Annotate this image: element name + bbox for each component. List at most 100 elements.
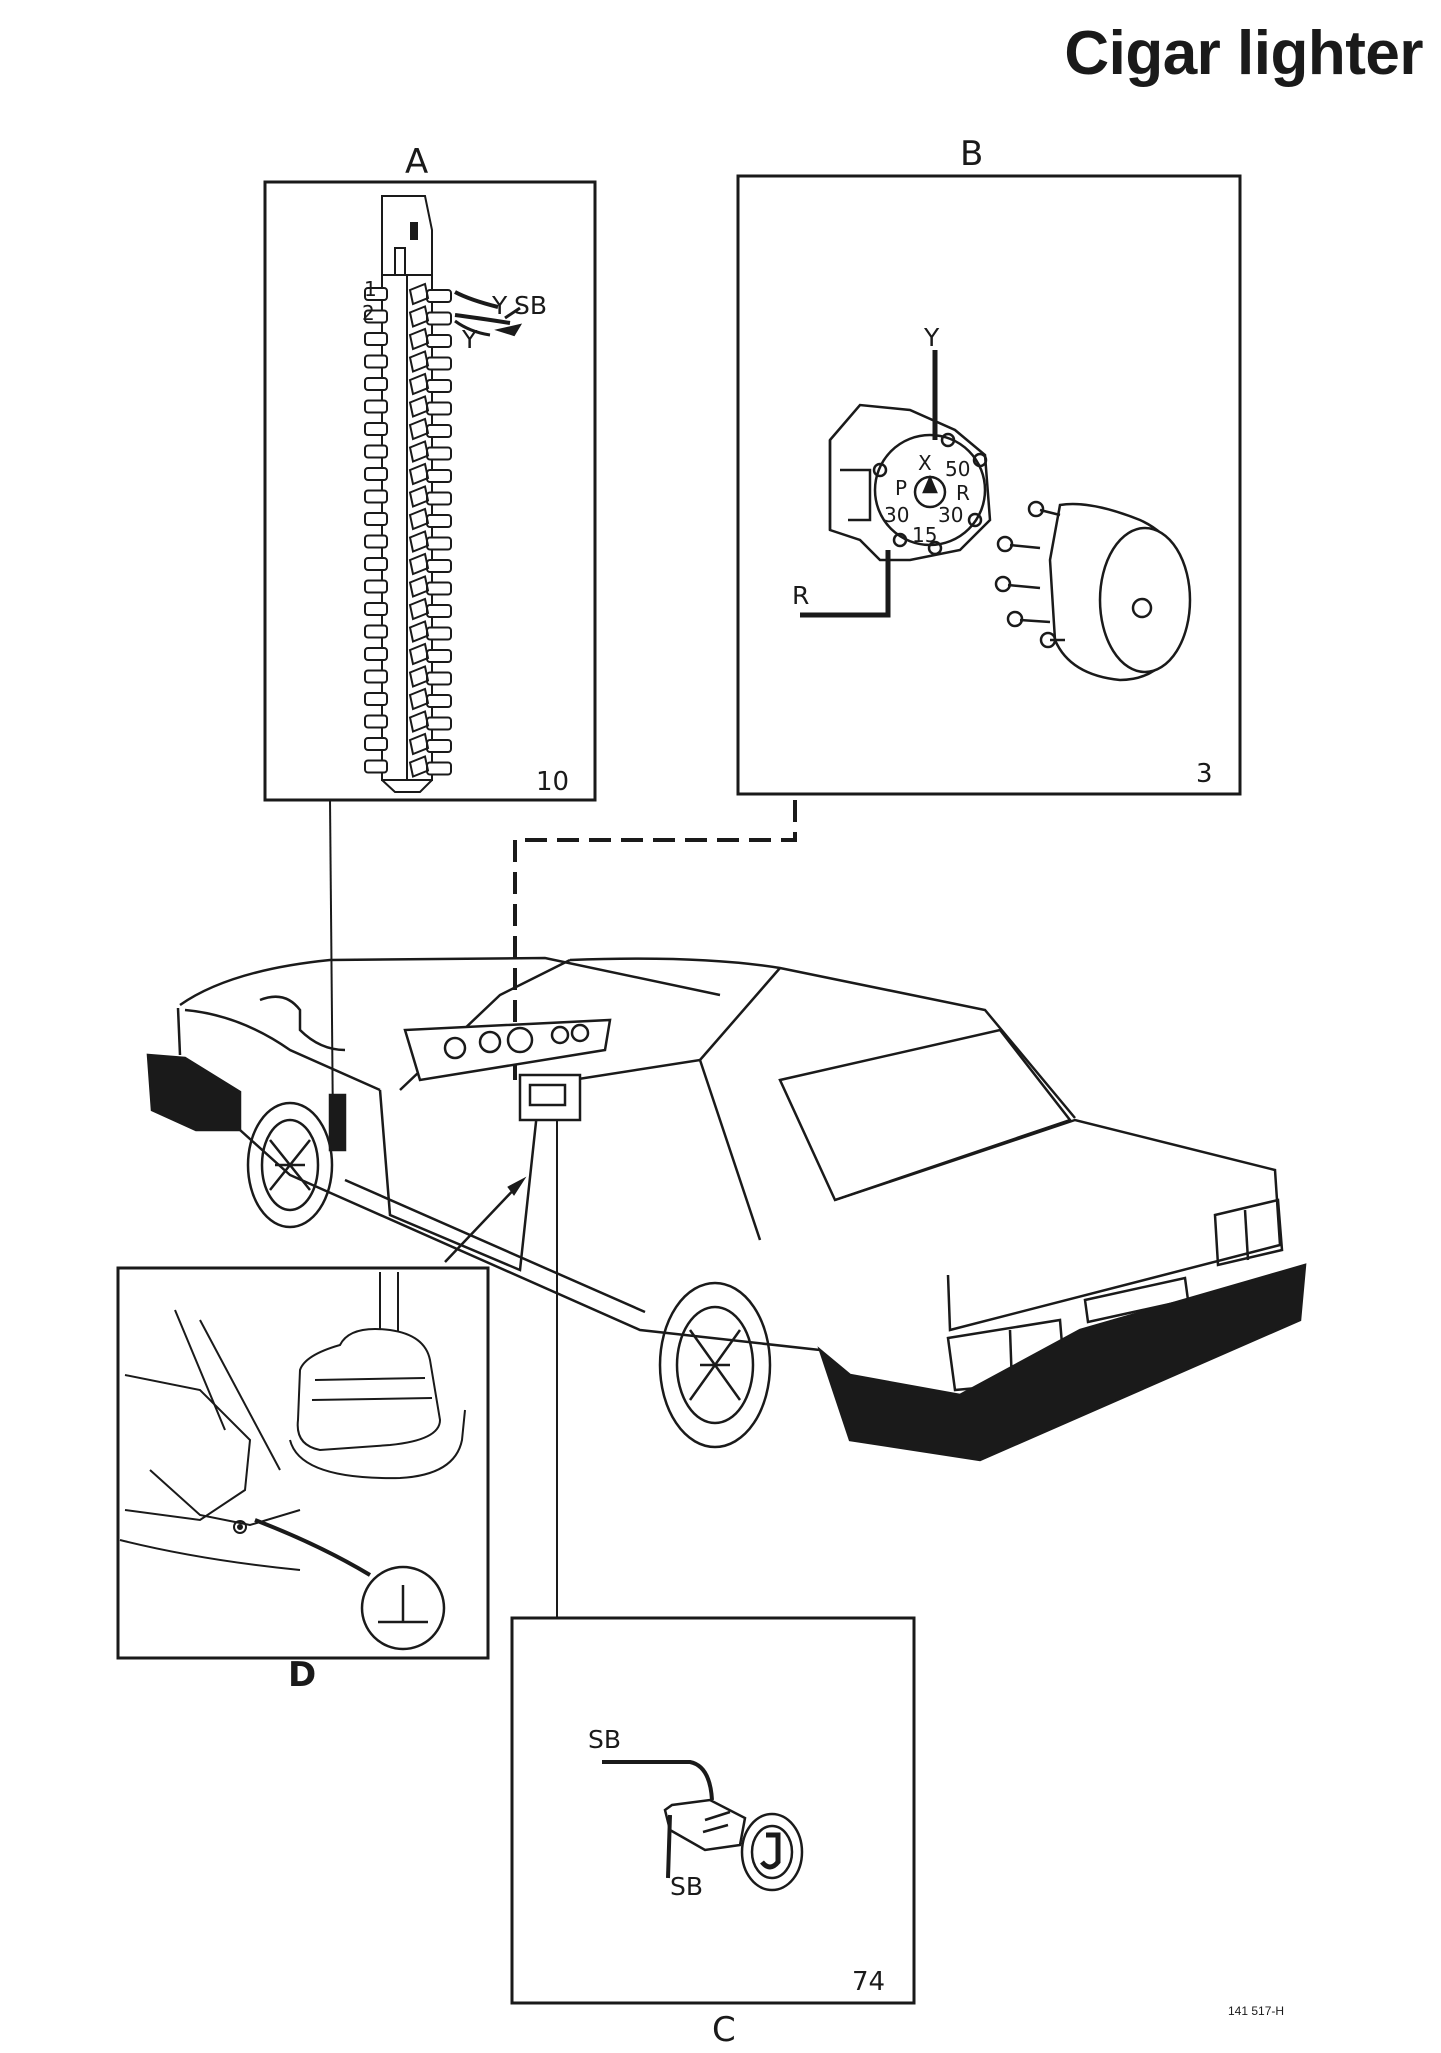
- fuse-contact-left: [364, 669, 388, 684]
- fuse-contact-left: [364, 602, 388, 616]
- panel-d-letter: D: [288, 1655, 317, 1695]
- wire-r-label-b: R: [792, 581, 809, 610]
- fuse-contact-left: [364, 287, 388, 301]
- fuse: [408, 372, 430, 396]
- fuse: [408, 597, 430, 621]
- fuse-contact-right: [426, 536, 452, 551]
- fuse-contact-left: [364, 467, 388, 481]
- fuse: [408, 552, 430, 576]
- wire-sb-label-c-bottom: SB: [670, 1872, 703, 1901]
- panel-d-frame: [116, 1266, 490, 1660]
- fuse-contact-left: [364, 422, 388, 436]
- terminal-30-left-label: 30: [884, 503, 909, 527]
- fuse-contact-right: [426, 559, 452, 573]
- fuse-contact-left: [364, 759, 388, 774]
- fuse-contact-left: [364, 579, 388, 594]
- fuse: [408, 282, 430, 306]
- fuse-contact-left: [364, 332, 388, 346]
- fuse-contact-left: [364, 534, 388, 549]
- fuse: [408, 305, 430, 328]
- fuse-contact-right: [426, 289, 452, 303]
- fuse-contact-left: [364, 399, 388, 414]
- gear-lever-drawing: [119, 1272, 466, 1577]
- terminal-x-label: X: [918, 451, 932, 475]
- panel-b: Y R X 50 P R 30 30 15 3: [736, 174, 1242, 796]
- panel-a: 1 2 Y SB Y 10: [263, 180, 597, 802]
- fuse-contact-left: [364, 489, 388, 504]
- fuse-contact-left: [364, 377, 388, 391]
- fuse-contact-right: [426, 716, 452, 731]
- ignition-switch-drawing: [800, 350, 1192, 682]
- page-title: Cigar lighter: [1064, 19, 1423, 88]
- terminal-30-right-label: 30: [938, 503, 963, 527]
- fuse-contact-right: [426, 761, 452, 776]
- wire-y-label-a-top: Y: [491, 291, 508, 320]
- fuse-terminal-2-label: 2: [362, 301, 375, 325]
- fuse-contact-right: [426, 581, 452, 596]
- fuse-box-drawing: [364, 195, 523, 793]
- panel-d: [116, 1266, 490, 1660]
- fuse-contact-left: [364, 309, 388, 324]
- fuse-contact-right: [426, 514, 452, 528]
- fuse-contact-right: [426, 739, 452, 753]
- fuse: [408, 687, 430, 711]
- fuse-contact-right: [426, 356, 452, 371]
- reference-code: 141 517-H: [1228, 2004, 1284, 2018]
- panel-c: SB SB 74: [510, 1616, 916, 2005]
- panel-b-frame: [736, 174, 1242, 796]
- fuse: [408, 530, 430, 553]
- fuse-contact-right: [426, 424, 452, 438]
- fuse-contact-right: [426, 649, 452, 663]
- terminal-50-label: 50: [945, 457, 970, 481]
- terminal-r-label: R: [956, 481, 970, 505]
- cigar-lighter-number: 74: [852, 1967, 885, 1997]
- fuse: [408, 507, 430, 531]
- fuse-contact-left: [364, 512, 388, 526]
- fuse: [408, 485, 430, 508]
- wire-sb-label-c-top: SB: [588, 1725, 621, 1754]
- fuse: [408, 642, 430, 666]
- fuse-contact-right: [426, 604, 452, 618]
- fuse: [408, 710, 430, 733]
- panel-c-letter: C: [712, 2010, 736, 2050]
- fuse-contact-right: [426, 311, 452, 326]
- terminal-p-label: P: [895, 476, 907, 500]
- fuse: [408, 732, 430, 756]
- fuse: [408, 395, 430, 418]
- panel-a-letter: A: [405, 142, 429, 182]
- fuse: [408, 440, 430, 463]
- fuse-contact-right: [426, 446, 452, 461]
- fuse-contact-left: [364, 354, 388, 369]
- fuse-contact-right: [426, 469, 452, 483]
- panel-b-letter: B: [960, 134, 984, 174]
- fuse-contact-left: [364, 444, 388, 459]
- connector-lines: [329, 799, 797, 1618]
- ignition-switch-number: 3: [1196, 759, 1213, 789]
- car-drawing: [146, 956, 1307, 1462]
- fuse-contact-right: [426, 379, 452, 393]
- fuse-contact-left: [364, 557, 388, 571]
- wire-sb-label-a: SB: [514, 291, 547, 320]
- fuse: [408, 462, 430, 486]
- fuse: [408, 575, 430, 598]
- panel-a-frame: [263, 180, 597, 802]
- fuse: [408, 620, 430, 643]
- ground-symbol-icon: [360, 1565, 446, 1651]
- fuse-contact-left: [364, 624, 388, 639]
- fuse-contact-right: [426, 626, 452, 641]
- wire-y-label-a-bottom: Y: [461, 325, 478, 354]
- fuse-contact-right: [426, 491, 452, 506]
- wire-y-label-b: Y: [923, 323, 940, 352]
- fuse: [408, 755, 430, 778]
- cigar-lighter-drawing: [602, 1760, 804, 1892]
- fuse-contact-left: [364, 692, 388, 706]
- fuse-contact-right: [426, 334, 452, 348]
- panel-c-frame: [510, 1616, 916, 2005]
- fuse-box-number: 10: [536, 767, 569, 797]
- fuse: [408, 327, 430, 351]
- fuse: [408, 665, 430, 688]
- fuse-terminal-1-label: 1: [364, 277, 377, 301]
- fuse-contact-right: [426, 694, 452, 708]
- fuse-contact-left: [364, 737, 388, 751]
